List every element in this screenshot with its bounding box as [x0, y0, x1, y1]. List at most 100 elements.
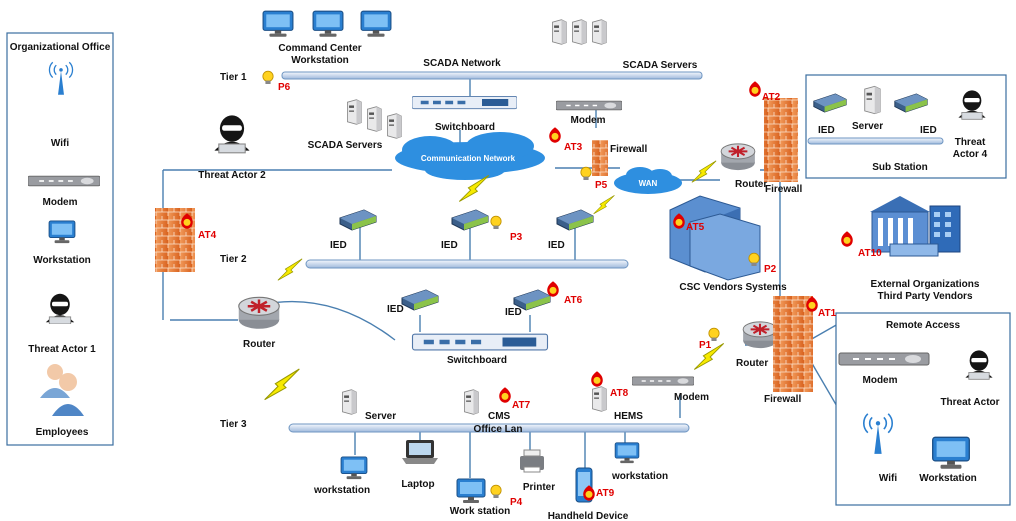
workstation-icon [456, 478, 486, 504]
org-wifi-label: Wifi [51, 138, 69, 149]
router-icon [742, 320, 778, 350]
ied-icon [339, 209, 377, 231]
ied1-label: IED [330, 240, 347, 251]
p1-label: P1 [699, 340, 712, 351]
tier3-label: Tier 3 [220, 419, 247, 430]
attack-tag-icon [499, 387, 511, 403]
ied-icon [401, 289, 439, 311]
remote-modem-label: Modem [863, 375, 898, 386]
firewall-icon [592, 140, 608, 176]
at2-label: AT2 [762, 92, 781, 103]
attack-tag-icon [547, 281, 559, 297]
firewall-icon [764, 98, 798, 182]
org-modem-label: Modem [43, 197, 78, 208]
at4-label: AT4 [198, 230, 217, 241]
tier2-bus [305, 259, 629, 269]
switchboard-icon [411, 333, 549, 351]
at5-label: AT5 [686, 222, 705, 233]
p5-label: P5 [595, 180, 608, 191]
scada-servers-bottom-label: SCADA Servers [308, 140, 383, 151]
org-workstation-label: Workstation [33, 255, 91, 266]
csc-vendor-servers-icon [669, 195, 761, 281]
workstation-icon [312, 10, 344, 38]
at8-label: AT8 [610, 388, 629, 399]
workstation-icon [262, 10, 294, 38]
router-mid-label: Router [735, 179, 767, 190]
at9-label: AT9 [596, 488, 615, 499]
wan-cloud [614, 167, 682, 194]
cms-label: CMS [488, 411, 511, 422]
tier3-group: Router IED IED Switchboard Modem Router … [220, 289, 813, 521]
laptop-icon [402, 440, 438, 464]
organizational-office-panel: Organizational Office Wifi Modem Worksta… [6, 32, 114, 446]
workstation-left-label: workstation [313, 485, 370, 496]
printer-label: Printer [523, 482, 555, 493]
p6-label: P6 [278, 82, 291, 93]
at1-label: AT1 [818, 308, 837, 319]
scada-servers-top-label: SCADA Servers [623, 60, 698, 71]
scada-network-label: SCADA Network [423, 58, 501, 69]
laptop-label: Laptop [401, 479, 434, 490]
scada-network-bus [281, 71, 703, 80]
lightbulb-icon [262, 70, 274, 85]
server-icon [387, 113, 402, 139]
router-right-label: Router [736, 358, 768, 369]
office-lan-label: Office Lan [474, 424, 523, 435]
server-icon [367, 106, 382, 132]
hems-label: HEMS [614, 411, 643, 422]
csc-vendors-label: CSC Vendors Systems [679, 282, 787, 293]
firewall-right-label: Firewall [765, 184, 802, 195]
tier2-group: IED IED IED Tier 2 CSC Vendors Systems E… [155, 195, 980, 302]
remote-workstation-label: Workstation [919, 473, 977, 484]
server-icon [347, 99, 362, 125]
switchboard-icon [412, 95, 517, 110]
at3-label: AT3 [564, 142, 583, 153]
firewall-bottom-label: Firewall [764, 394, 801, 405]
firewall-mid-label: Firewall [610, 144, 647, 155]
org-employees-label: Employees [36, 427, 89, 438]
lightning-bolt-icon [691, 160, 717, 183]
server-icon [592, 19, 607, 45]
router-icon [720, 142, 756, 172]
workstation-icon [360, 10, 392, 38]
remote-access-panel: Remote Access Modem Threat Actor Wifi Wo… [835, 312, 1011, 506]
p2-label: P2 [764, 264, 777, 275]
communication-group: Threat Actor 2 Communication Network Fir… [198, 98, 802, 195]
sub-server-label: Server [852, 121, 883, 132]
printer-icon [520, 449, 544, 473]
sub-station-bus [807, 137, 944, 145]
communication-network-cloud [395, 132, 545, 180]
lightbulb-icon [490, 484, 502, 499]
sub-ied-right-label: IED [920, 125, 937, 136]
remote-threat-actor-label: Threat Actor [940, 397, 999, 408]
ied2-label: IED [441, 240, 458, 251]
p4-label: P4 [510, 497, 523, 508]
modem-icon [838, 352, 930, 366]
server-icon [342, 389, 357, 415]
lightbulb-icon [490, 215, 502, 230]
server-icon [464, 389, 479, 415]
attack-tag-icon [749, 81, 761, 97]
ied-icon [556, 209, 594, 231]
threat-actor-icon [213, 114, 251, 154]
lightning-bolt-icon [277, 258, 303, 281]
router-left-label: Router [243, 339, 275, 350]
modem-icon [556, 100, 622, 111]
lightning-bolt-icon [593, 194, 615, 215]
at10-label: AT10 [858, 248, 882, 259]
workstation-right-label: workstation [611, 471, 668, 482]
comm-network-label: Communication Network [421, 154, 516, 163]
modem-icon [28, 175, 100, 187]
server-icon [552, 19, 567, 45]
modem-top-label: Modem [571, 115, 606, 126]
attack-markers: AT1 AT2 AT3 AT4 AT5 AT6 AT7 AT8 AT9 AT10 [181, 81, 882, 501]
wan-label: WAN [639, 179, 658, 188]
ied-icon [451, 209, 489, 231]
server-icon [592, 386, 607, 412]
